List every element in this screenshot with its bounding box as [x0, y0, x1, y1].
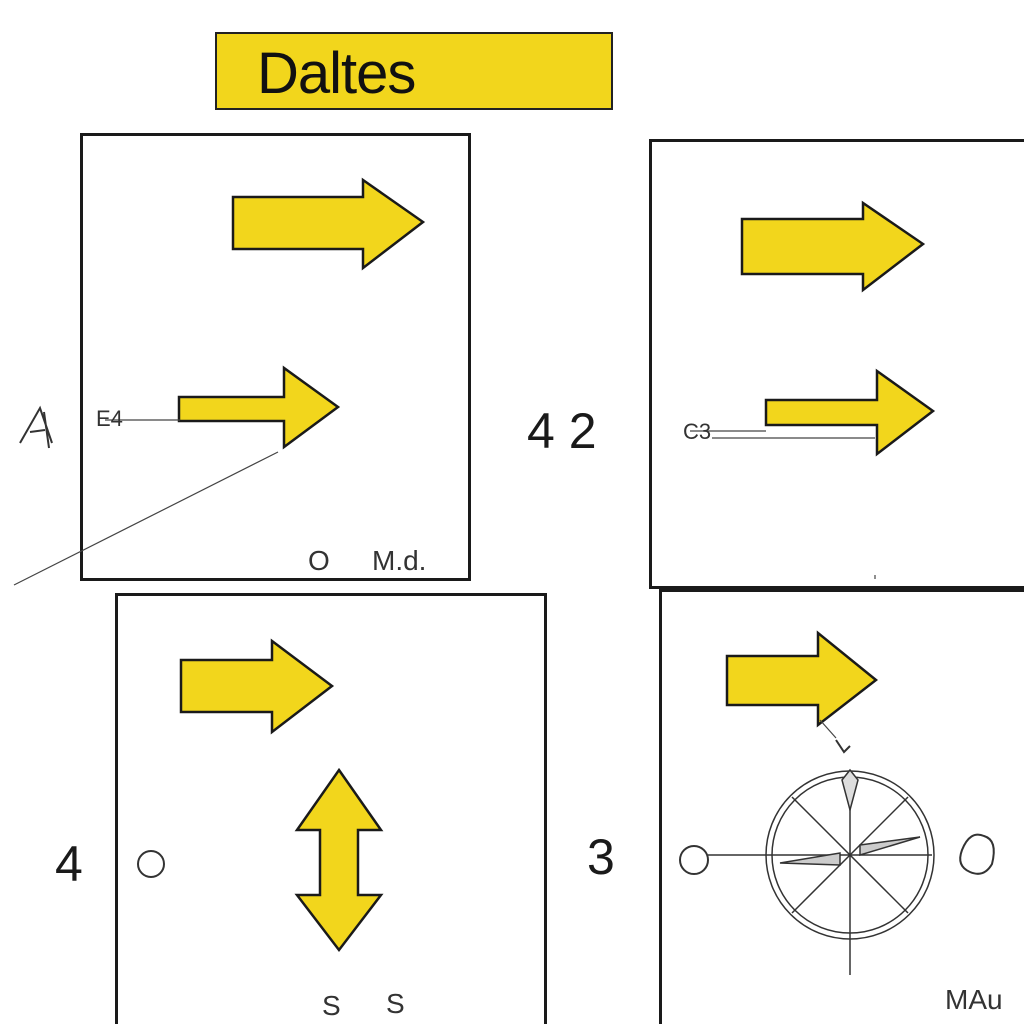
arrow-updown-icon: [294, 767, 384, 953]
arrow-right-icon: [177, 365, 341, 450]
arrow-right-icon: [725, 630, 879, 728]
pen-nib-icon: [19, 405, 53, 449]
bag-icon: [959, 833, 995, 875]
arrow-right-icon: [179, 638, 335, 735]
title: Daltes: [257, 41, 416, 106]
side-number: 4: [55, 836, 83, 892]
small-label: E4: [96, 406, 123, 431]
corner-label: S: [386, 988, 405, 1019]
corner-label: O: [308, 545, 330, 576]
circle-icon: [137, 850, 165, 878]
panel-top-right: [649, 139, 1024, 589]
compass-rose-icon: [708, 768, 935, 975]
arrow-right-icon: [231, 177, 426, 271]
small-label: C3: [683, 419, 712, 444]
circle-icon: [679, 845, 709, 875]
title-banner: Daltes: [215, 32, 613, 110]
corner-label: MAu: [945, 984, 1003, 1015]
arrow-right-icon: [764, 368, 936, 457]
side-number: 3: [587, 829, 615, 885]
corner-label: M.d.: [372, 545, 427, 576]
corner-label: S: [322, 990, 341, 1021]
side-number: 4 2: [527, 403, 597, 459]
arrow-right-icon: [740, 200, 926, 293]
